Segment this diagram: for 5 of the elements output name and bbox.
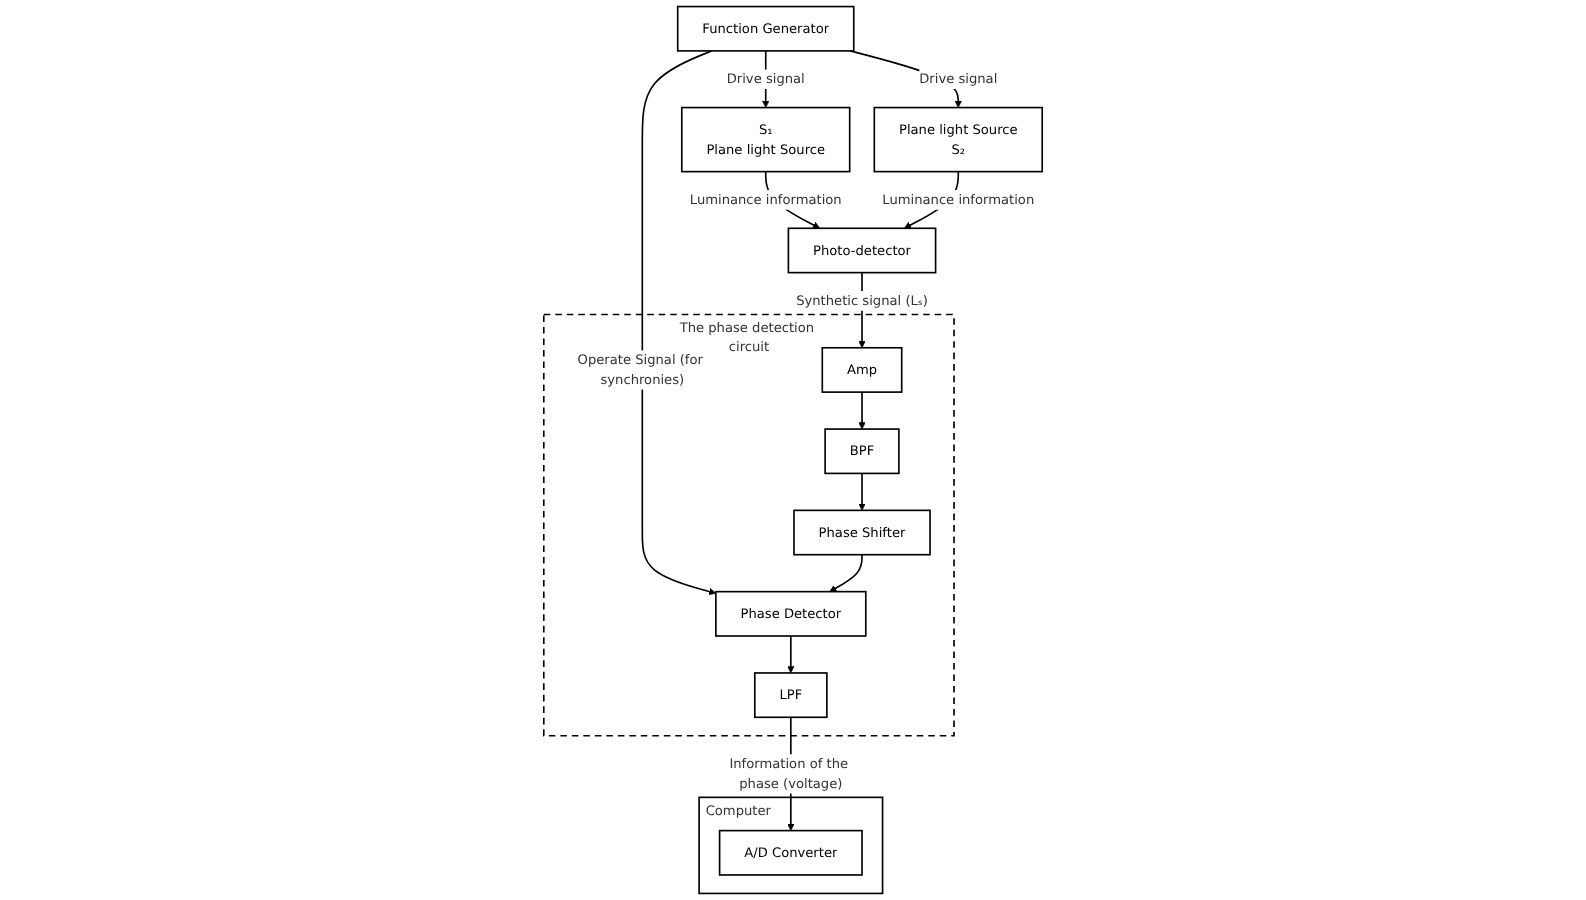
arrow (641, 50, 717, 596)
arrow (787, 635, 795, 674)
arrow (858, 391, 866, 430)
arrow (858, 472, 866, 511)
arrow (829, 553, 863, 592)
